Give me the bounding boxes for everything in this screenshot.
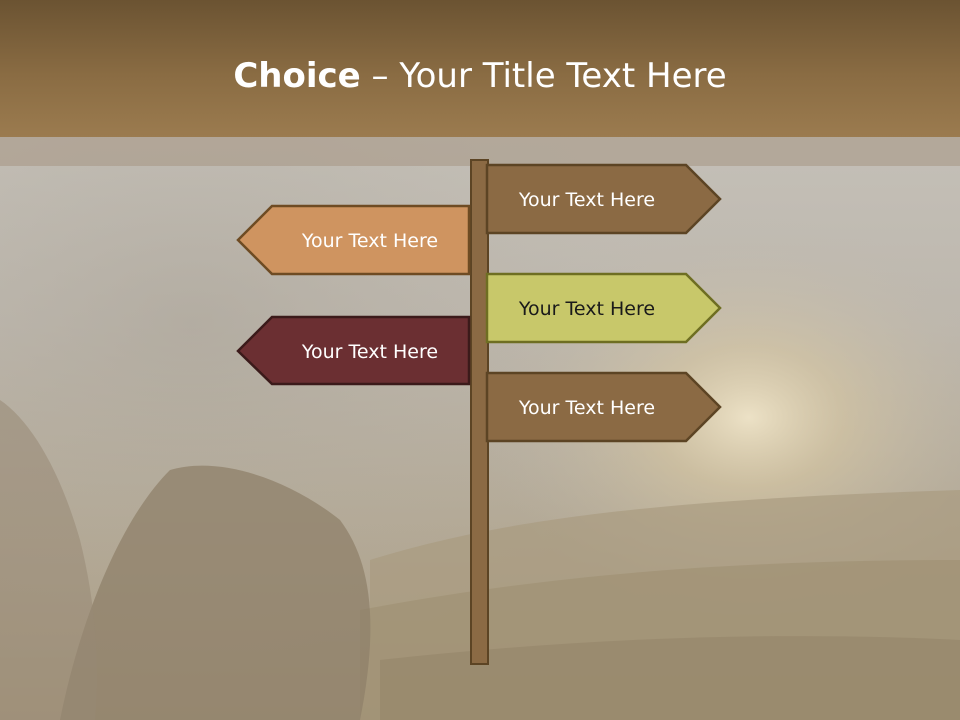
sign-arrow-right-3[interactable]: Your Text Here: [485, 371, 722, 443]
signpost-pole: [470, 159, 489, 665]
sign-4-label: Your Text Here: [301, 341, 438, 363]
title-bold-part: Choice: [233, 56, 361, 96]
sign-arrow-right-1[interactable]: Your Text Here: [485, 163, 722, 235]
sign-2-label: Your Text Here: [301, 230, 438, 252]
title-bar: [0, 0, 960, 137]
sign-5-shape: [485, 371, 722, 443]
sign-arrow-right-2[interactable]: Your Text Here: [485, 272, 722, 344]
sign-1-shape: [485, 163, 722, 235]
title-regular-part: – Your Title Text Here: [360, 56, 727, 96]
sign-2-shape: [236, 204, 471, 276]
sign-arrow-left-2[interactable]: Your Text Here: [236, 315, 471, 386]
sign-3-shape: [485, 272, 722, 344]
sign-4-shape: [236, 315, 471, 386]
sign-arrow-left-1[interactable]: Your Text Here: [236, 204, 471, 276]
sign-3-label: Your Text Here: [518, 298, 655, 320]
slide-title: Choice – Your Title Text Here: [0, 52, 960, 100]
sign-1-label: Your Text Here: [518, 189, 655, 211]
sign-5-label: Your Text Here: [518, 397, 655, 419]
